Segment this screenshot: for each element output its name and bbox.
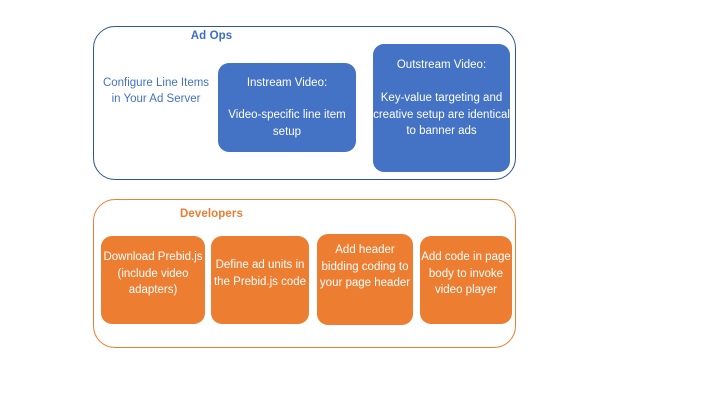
developer-step-text: Download Prebid.js (include video adapte… bbox=[103, 251, 203, 296]
instream-video-body: Video-specific line item setup bbox=[228, 109, 346, 138]
developer-step-text: Add code in page body to invoke video pl… bbox=[421, 251, 511, 296]
developer-step-card: Add header bidding coding to your page h… bbox=[317, 234, 413, 325]
outstream-video-body: Key-value targeting and creative setup a… bbox=[373, 92, 510, 137]
developer-step-card: Download Prebid.js (include video adapte… bbox=[101, 236, 205, 324]
developer-step-text: Define ad units in the Prebid.js code bbox=[213, 259, 307, 288]
outstream-video-box: Outstream Video: Key-value targeting and… bbox=[373, 44, 510, 172]
developer-step-text: Add header bidding coding to your page h… bbox=[319, 244, 411, 289]
ad-ops-left-note: Configure Line Items in Your Ad Server bbox=[102, 77, 210, 105]
developer-step-card: Add code in page body to invoke video pl… bbox=[420, 236, 512, 324]
instream-video-heading: Instream Video: bbox=[246, 77, 328, 89]
instream-video-box: Instream Video: Video-specific line item… bbox=[218, 63, 356, 152]
developer-step-card: Define ad units in the Prebid.js code bbox=[211, 236, 309, 324]
ad-ops-panel-title: Ad Ops bbox=[190, 30, 233, 42]
outstream-video-heading: Outstream Video: bbox=[396, 59, 487, 71]
developers-panel-title: Developers bbox=[179, 208, 243, 220]
